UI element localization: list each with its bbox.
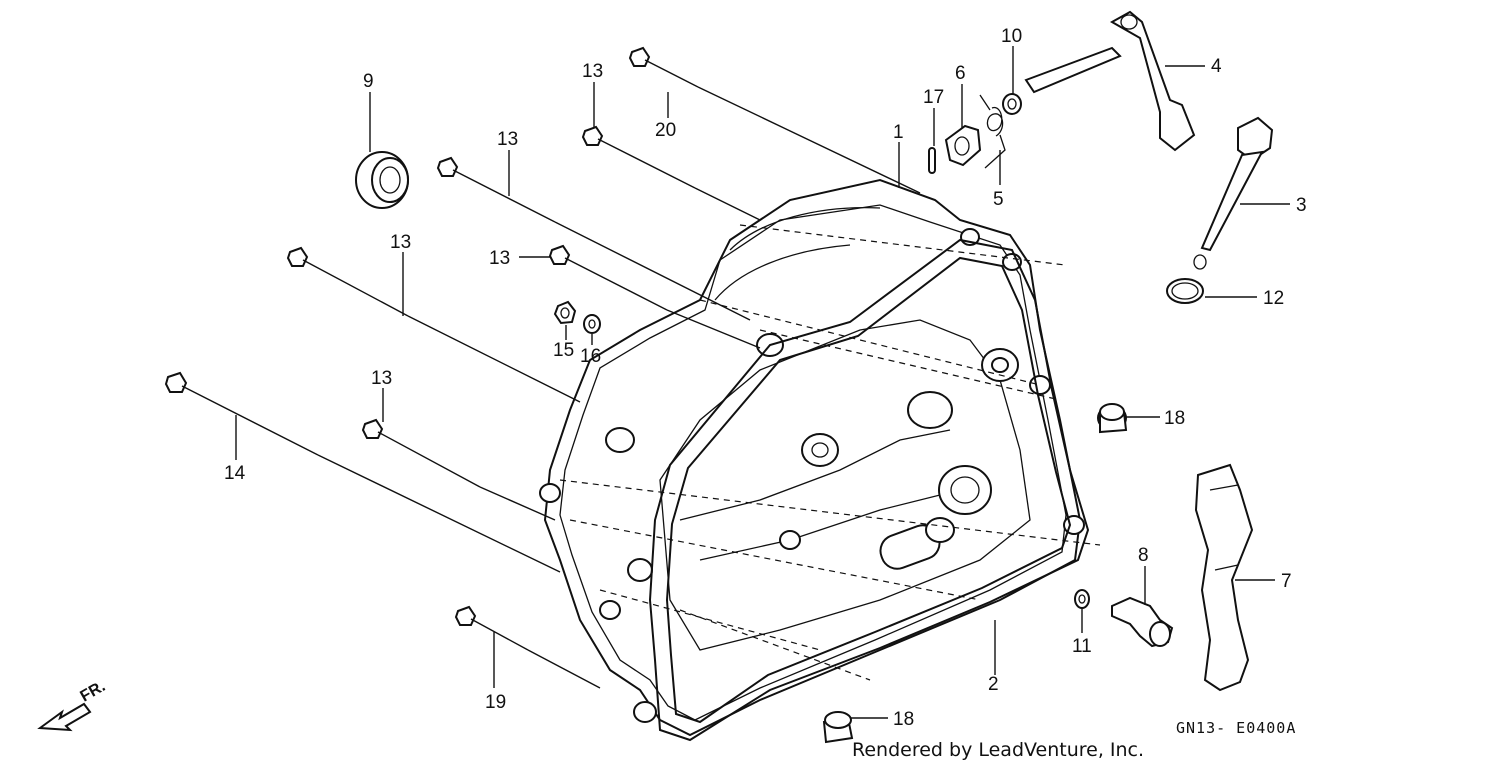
callout-4: 4 bbox=[1211, 56, 1222, 77]
callout-18-a: 18 bbox=[1164, 408, 1185, 429]
callout-13-b: 13 bbox=[497, 129, 518, 150]
callout-15: 15 bbox=[553, 340, 574, 361]
oil-seal-9 bbox=[355, 151, 409, 209]
render-credit: Rendered by LeadVenture, Inc. bbox=[852, 739, 1144, 761]
switch-8 bbox=[1111, 596, 1174, 648]
nut-15 bbox=[553, 300, 577, 325]
alignment-lines bbox=[559, 224, 1101, 681]
callout-16: 16 bbox=[580, 346, 601, 367]
bolt-13-d bbox=[548, 244, 761, 349]
dipstick-3 bbox=[1193, 116, 1274, 270]
callout-7: 7 bbox=[1281, 571, 1292, 592]
crankcase-cover bbox=[539, 178, 1085, 737]
bolt-13-e bbox=[361, 418, 556, 521]
pin-17 bbox=[928, 147, 936, 174]
washer-10 bbox=[1002, 93, 1022, 115]
callout-2: 2 bbox=[988, 674, 999, 695]
diagram-code: GN13- E0400A bbox=[1176, 719, 1296, 737]
callout-13-d: 13 bbox=[489, 248, 510, 269]
callout-20: 20 bbox=[655, 120, 676, 141]
callout-19: 19 bbox=[485, 692, 506, 713]
shift-arm-4 bbox=[1024, 10, 1196, 152]
callout-14: 14 bbox=[224, 463, 246, 484]
callouts: 1 2 3 4 5 6 7 8 9 10 11 12 13 13 13 13 1… bbox=[224, 26, 1307, 730]
callout-13-e: 13 bbox=[371, 368, 392, 389]
callout-8: 8 bbox=[1138, 545, 1149, 566]
bolt-13-b bbox=[436, 156, 751, 321]
callout-6: 6 bbox=[955, 63, 966, 84]
spring-5 bbox=[979, 94, 1006, 169]
bolt-13-c bbox=[286, 246, 581, 403]
leader-lines bbox=[235, 46, 1290, 719]
front-direction-label: FR. bbox=[78, 678, 109, 706]
guide-plate-7 bbox=[1194, 463, 1254, 692]
callout-18-b: 18 bbox=[893, 709, 914, 730]
front-direction-arrow: FR. bbox=[37, 678, 109, 732]
callout-17: 17 bbox=[923, 87, 944, 108]
callout-13-a: 13 bbox=[582, 61, 603, 82]
callout-9: 9 bbox=[363, 71, 374, 92]
callout-10: 10 bbox=[1001, 26, 1022, 47]
dowel-18-lower bbox=[822, 711, 854, 744]
cover-gasket bbox=[648, 238, 1090, 742]
bolt-13-a bbox=[581, 125, 761, 221]
dowel-18-upper bbox=[1097, 403, 1128, 434]
bolt-14 bbox=[164, 371, 561, 573]
o-ring-12 bbox=[1166, 278, 1204, 304]
washer-16 bbox=[583, 314, 601, 334]
callout-5: 5 bbox=[993, 189, 1004, 210]
bolt-20 bbox=[628, 46, 921, 194]
callout-12: 12 bbox=[1263, 288, 1284, 309]
bolt-19 bbox=[454, 605, 601, 689]
callout-1: 1 bbox=[893, 122, 904, 143]
callout-3: 3 bbox=[1296, 195, 1307, 216]
callout-11: 11 bbox=[1072, 636, 1092, 657]
callout-13-c: 13 bbox=[390, 232, 411, 253]
bolts bbox=[164, 46, 921, 689]
plate-6 bbox=[944, 124, 982, 167]
washer-11 bbox=[1074, 589, 1090, 609]
